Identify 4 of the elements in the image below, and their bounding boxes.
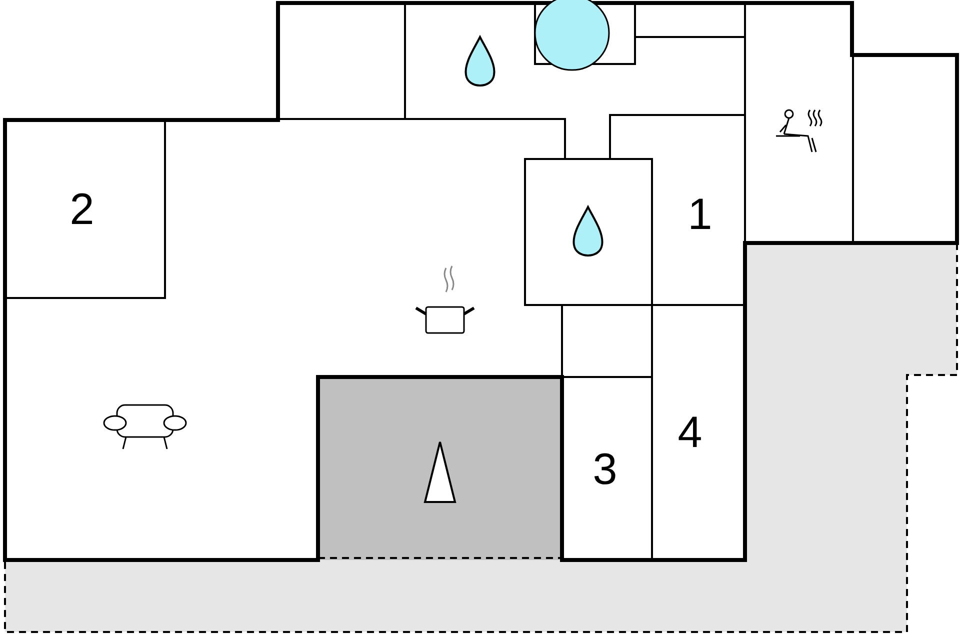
room-number: 1 bbox=[688, 193, 712, 237]
room-number: 2 bbox=[70, 188, 94, 232]
room-number: 3 bbox=[592, 448, 618, 492]
room-number: 4 bbox=[678, 411, 702, 455]
